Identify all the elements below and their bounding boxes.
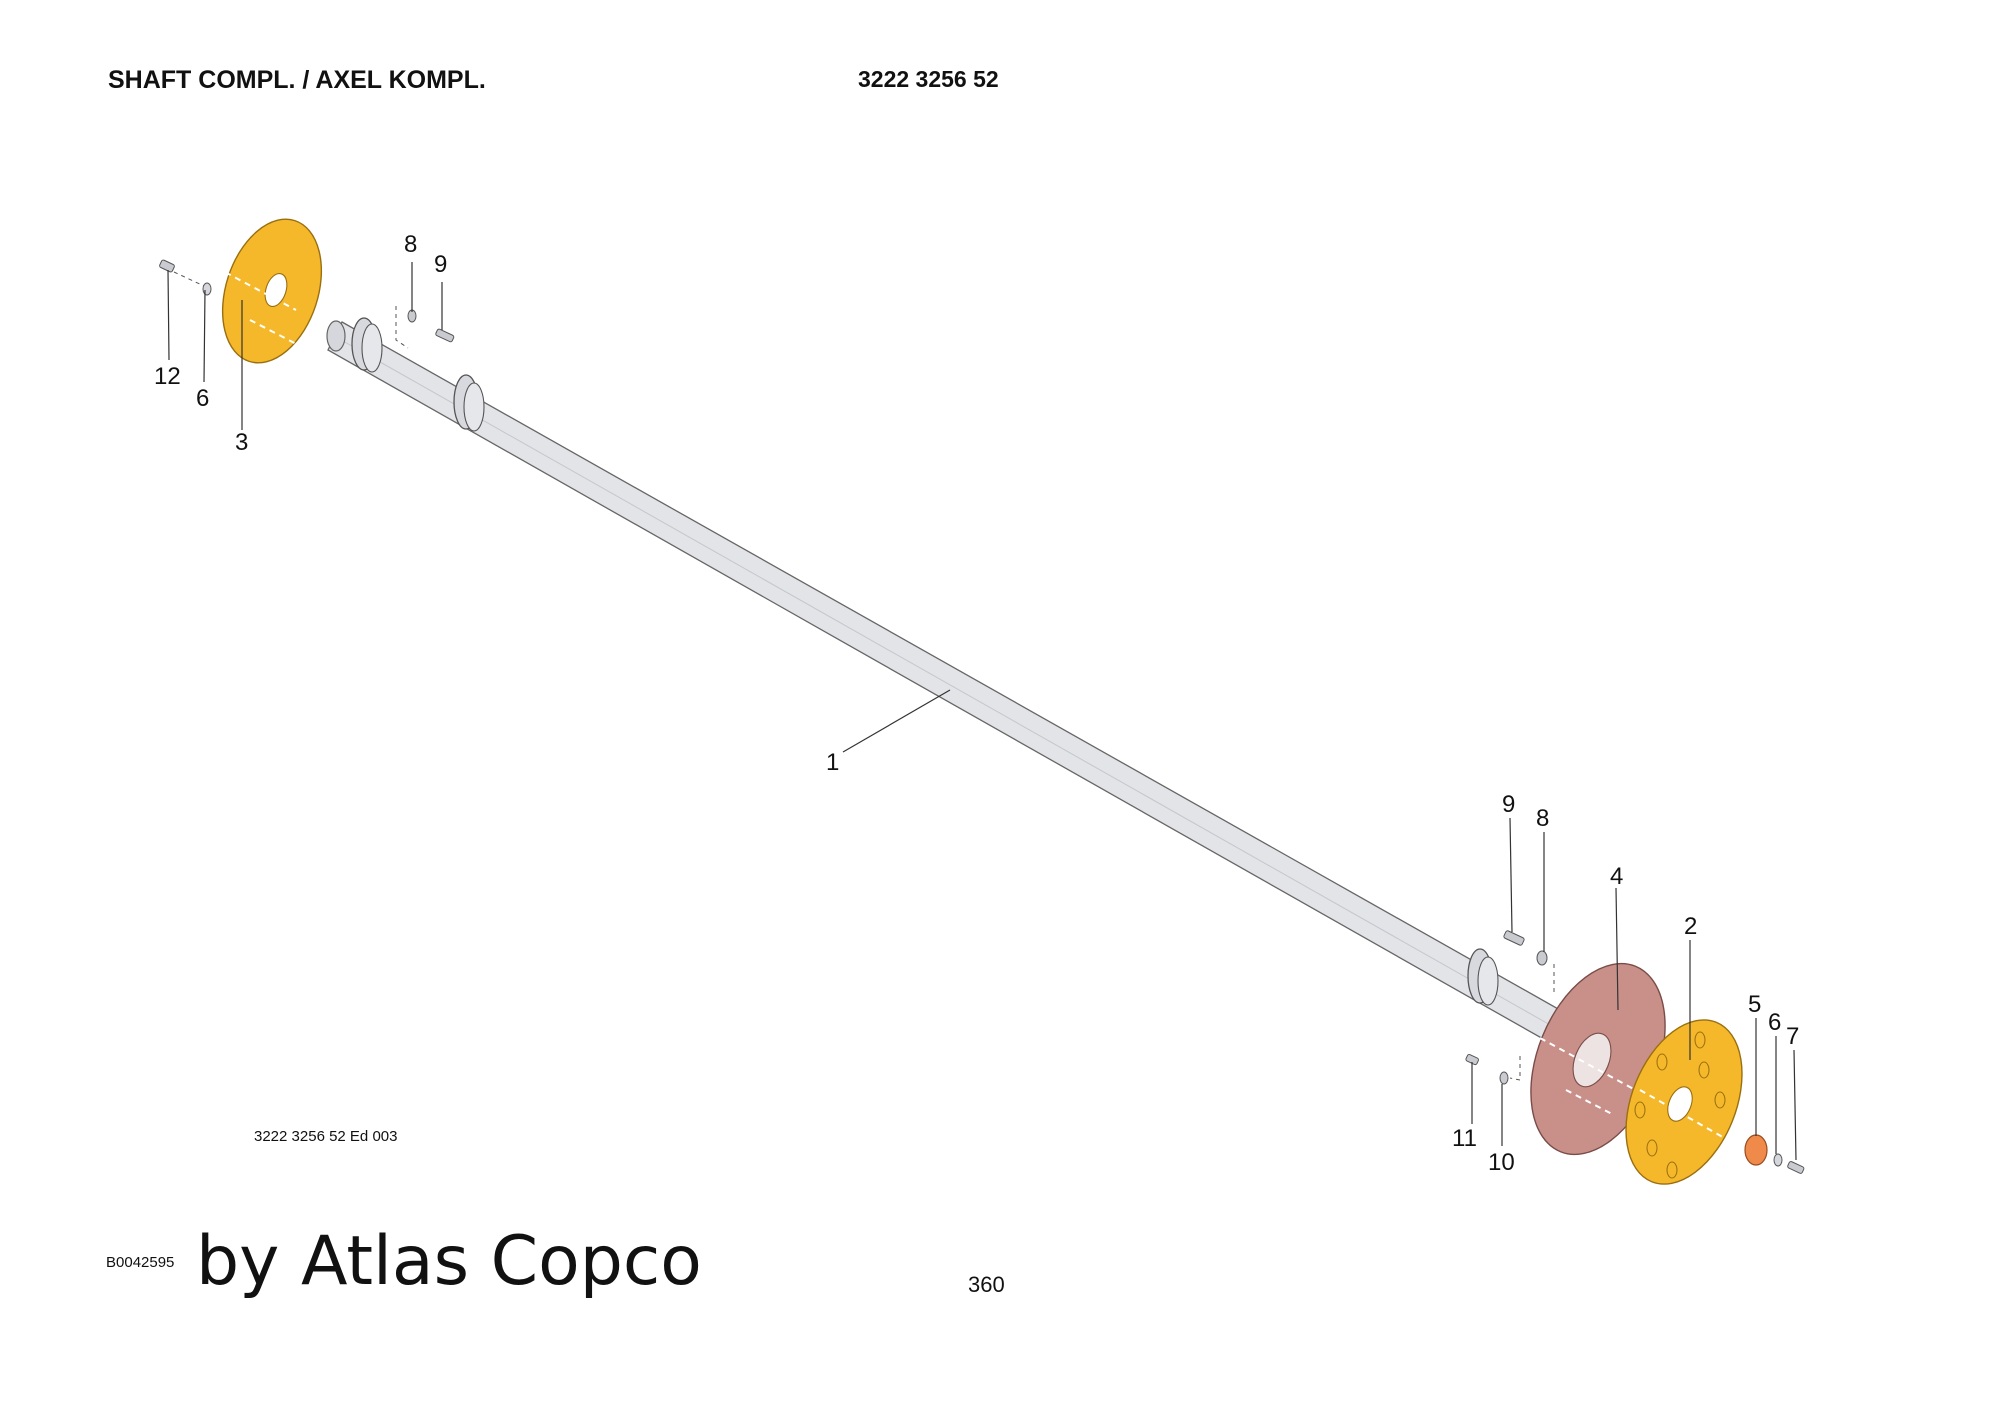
callout-screw-right-bottom: 11 [1452, 1125, 1477, 1152]
callout-nut-left-top: 8 [404, 231, 417, 258]
assembly-line-left [395, 306, 409, 349]
page-title: SHAFT COMPL. / AXEL KOMPL. [108, 66, 486, 94]
callout-screw-left-end: 12 [154, 363, 181, 390]
brand-text: by Atlas Copco [196, 1222, 702, 1301]
screw-right-bottom [1465, 1053, 1479, 1066]
callout-washer-small-left: 6 [196, 385, 209, 412]
callout-screw-right-top: 9 [1502, 791, 1515, 818]
edition-label: 3222 3256 52 Ed 003 [254, 1128, 398, 1145]
part-number: 3222 3256 52 [858, 66, 999, 92]
callout-screw-left-top: 9 [434, 251, 447, 278]
disc-left-yellow [205, 218, 323, 364]
assembly-line-right-bottom [1509, 1056, 1521, 1081]
screw-right-end [1787, 1161, 1805, 1174]
nut-right-bottom [1499, 1071, 1509, 1085]
disc-right-yellow [1625, 1019, 1757, 1185]
screw-left-top [435, 328, 455, 343]
callout-disc-right-yellow: 2 [1684, 913, 1697, 940]
washer-orange [1744, 1134, 1768, 1166]
callout-shaft: 1 [826, 749, 839, 776]
callout-washer: 5 [1748, 991, 1761, 1018]
washer-small-right [1773, 1153, 1783, 1167]
callout-disc-pink: 4 [1610, 863, 1623, 890]
screw-left-end [159, 259, 205, 287]
page-number: 360 [968, 1272, 1005, 1297]
leader-lines [167, 262, 1797, 1161]
shaft [326, 317, 1631, 1095]
image-id: B0042595 [106, 1254, 175, 1271]
callout-nut-right-top: 8 [1536, 805, 1549, 832]
washer-small-left [202, 282, 212, 296]
callout-disc-left-yellow: 3 [235, 429, 248, 456]
screw-right-top [1503, 930, 1525, 946]
nut-right-top [1536, 950, 1548, 966]
callout-nut-right-bottom: 10 [1488, 1149, 1515, 1176]
callout-washer-small-right: 6 [1768, 1009, 1781, 1036]
callout-screw-right-end: 7 [1786, 1023, 1799, 1050]
